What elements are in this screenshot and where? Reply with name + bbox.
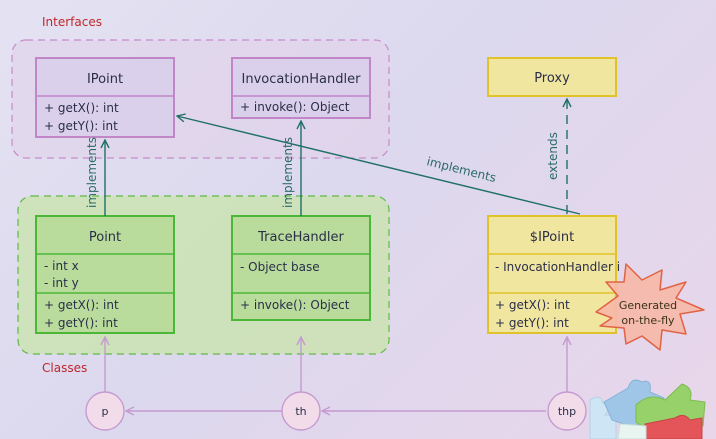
- object-th[interactable]: th: [281, 391, 321, 431]
- trace-handler-field-base: - Object base: [240, 260, 320, 274]
- trace-handler-method-invoke: + invoke(): Object: [240, 298, 350, 312]
- invocation-handler-interface[interactable]: InvocationHandler + invoke(): Object: [231, 57, 371, 119]
- dollar-ipoint-field-handler: - InvocationHandler i: [495, 260, 620, 274]
- object-thp-label: thp: [558, 405, 576, 418]
- proxy-class[interactable]: Proxy: [487, 57, 617, 97]
- extends-label: extends: [546, 132, 560, 180]
- point-field-y: - int y: [44, 276, 79, 290]
- trace-handler-implements-label: implements: [281, 137, 295, 208]
- dollar-ipoint-implements-label: implements: [425, 154, 497, 185]
- badge-line-1: Generated: [619, 299, 677, 312]
- dollar-ipoint-title: $IPoint: [530, 230, 574, 245]
- proxy-title: Proxy: [534, 71, 570, 86]
- object-p[interactable]: p: [85, 391, 125, 431]
- ipoint-method-getx: + getX(): int: [44, 101, 119, 115]
- invocation-handler-method-invoke: + invoke(): Object: [240, 100, 350, 114]
- point-method-getx: + getX(): int: [44, 298, 119, 312]
- dollar-ipoint-implements-arrow: [177, 116, 581, 215]
- point-title: Point: [89, 230, 121, 245]
- ipoint-title: IPoint: [87, 72, 123, 87]
- trace-handler-title: TraceHandler: [257, 230, 344, 245]
- point-field-x: - int x: [44, 259, 79, 273]
- invocation-handler-title: InvocationHandler: [242, 72, 362, 87]
- object-p-label: p: [102, 405, 109, 418]
- ipoint-interface[interactable]: IPoint + getX(): int + getY(): int: [35, 57, 175, 138]
- badge-line-2: on-the-fly: [621, 314, 675, 327]
- classes-label: Classes: [42, 361, 87, 375]
- object-thp[interactable]: thp: [547, 391, 587, 431]
- point-implements-label: implements: [85, 137, 99, 208]
- point-method-gety: + getY(): int: [44, 316, 118, 330]
- puzzle-pieces-icon: [589, 379, 706, 439]
- dollar-ipoint-method-getx: + getX(): int: [495, 298, 570, 312]
- ipoint-method-gety: + getY(): int: [44, 119, 118, 133]
- trace-handler-class[interactable]: TraceHandler - Object base + invoke(): O…: [231, 215, 371, 321]
- point-class[interactable]: Point - int x - int y + getX(): int + ge…: [35, 215, 175, 334]
- dollar-ipoint-class[interactable]: $IPoint - InvocationHandler i + getX(): …: [487, 215, 620, 334]
- interfaces-label: Interfaces: [42, 15, 102, 29]
- generated-on-the-fly-badge: Generated on-the-fly: [595, 263, 705, 351]
- object-th-label: th: [295, 405, 306, 418]
- dollar-ipoint-method-gety: + getY(): int: [495, 316, 569, 330]
- starburst-shape: [595, 263, 705, 351]
